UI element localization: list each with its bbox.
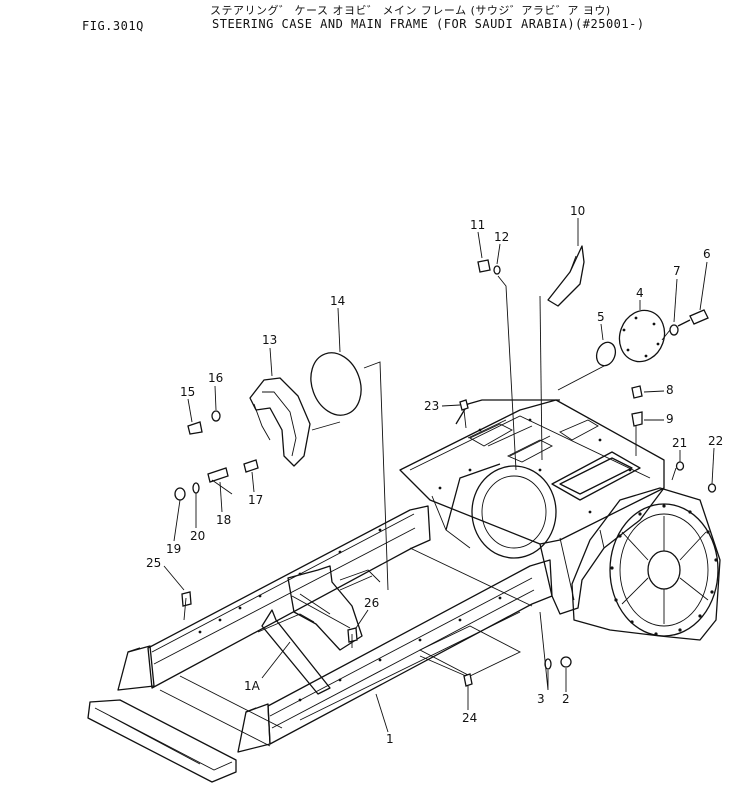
part-23-bolt [459, 399, 469, 411]
label-9: 9 [666, 412, 674, 426]
label-1A: 1A [244, 679, 261, 693]
label-23: 23 [424, 399, 439, 413]
label-12: 12 [494, 230, 509, 244]
part-6-bolt [677, 309, 709, 327]
label-21: 21 [672, 436, 687, 450]
part-20-washer [192, 482, 200, 494]
label-24: 24 [462, 711, 477, 725]
part-11-bolt [477, 259, 491, 273]
label-16: 16 [208, 371, 223, 385]
label-5: 5 [597, 310, 605, 324]
part-13-housing [249, 377, 311, 467]
part-5-o-ring [595, 341, 617, 367]
label-11: 11 [470, 218, 485, 232]
part-16-washer [211, 410, 221, 422]
part-10-cover [547, 245, 585, 307]
part-9-plug [631, 411, 643, 427]
part-14-o-ring [310, 352, 362, 416]
label-22: 22 [708, 434, 723, 448]
label-8: 8 [666, 383, 674, 397]
part-18-stud [207, 467, 229, 483]
part-25-plug [181, 591, 192, 607]
figure-title: STEERING CASE AND MAIN FRAME (FOR SAUDI … [212, 17, 645, 31]
label-15: 15 [180, 385, 195, 399]
part-22-plug [707, 483, 717, 493]
label-7: 7 [673, 264, 681, 278]
label-18: 18 [216, 513, 231, 527]
part-24-bolt [463, 673, 473, 687]
part-21-plug [675, 461, 685, 471]
label-17: 17 [248, 493, 263, 507]
part-4-plate [618, 309, 666, 363]
part-8-plug [631, 385, 643, 399]
label-25: 25 [146, 556, 161, 570]
part-26-plug [347, 627, 358, 643]
label-14: 14 [330, 294, 345, 308]
label-10: 10 [570, 204, 585, 218]
label-3: 3 [537, 692, 545, 706]
label-2: 2 [562, 692, 570, 706]
part-12-washer [493, 265, 501, 275]
label-13: 13 [262, 333, 277, 347]
part-17-pin [243, 459, 259, 473]
label-1: 1 [386, 732, 394, 746]
label-19: 19 [166, 542, 181, 556]
japanese-title: ステアリング゛ ケース オヨビ゛ メイン フレーム (サウジ゛アラビ゛ア ヨウ) [210, 4, 611, 17]
part-number-labels: 1 1A 2 3 4 5 6 7 8 9 10 11 12 13 14 15 1… [146, 204, 723, 746]
main-frame [87, 399, 721, 783]
part-15-bolt [187, 421, 203, 435]
part-2-plug [560, 656, 572, 668]
label-4: 4 [636, 286, 644, 300]
part-7-washer [669, 324, 679, 336]
label-26: 26 [364, 596, 379, 610]
part-19-nut [174, 487, 186, 501]
figure-number: FIG.301Q [82, 19, 144, 33]
label-20: 20 [190, 529, 205, 543]
assembly-lines [183, 275, 677, 692]
label-6: 6 [703, 247, 711, 261]
